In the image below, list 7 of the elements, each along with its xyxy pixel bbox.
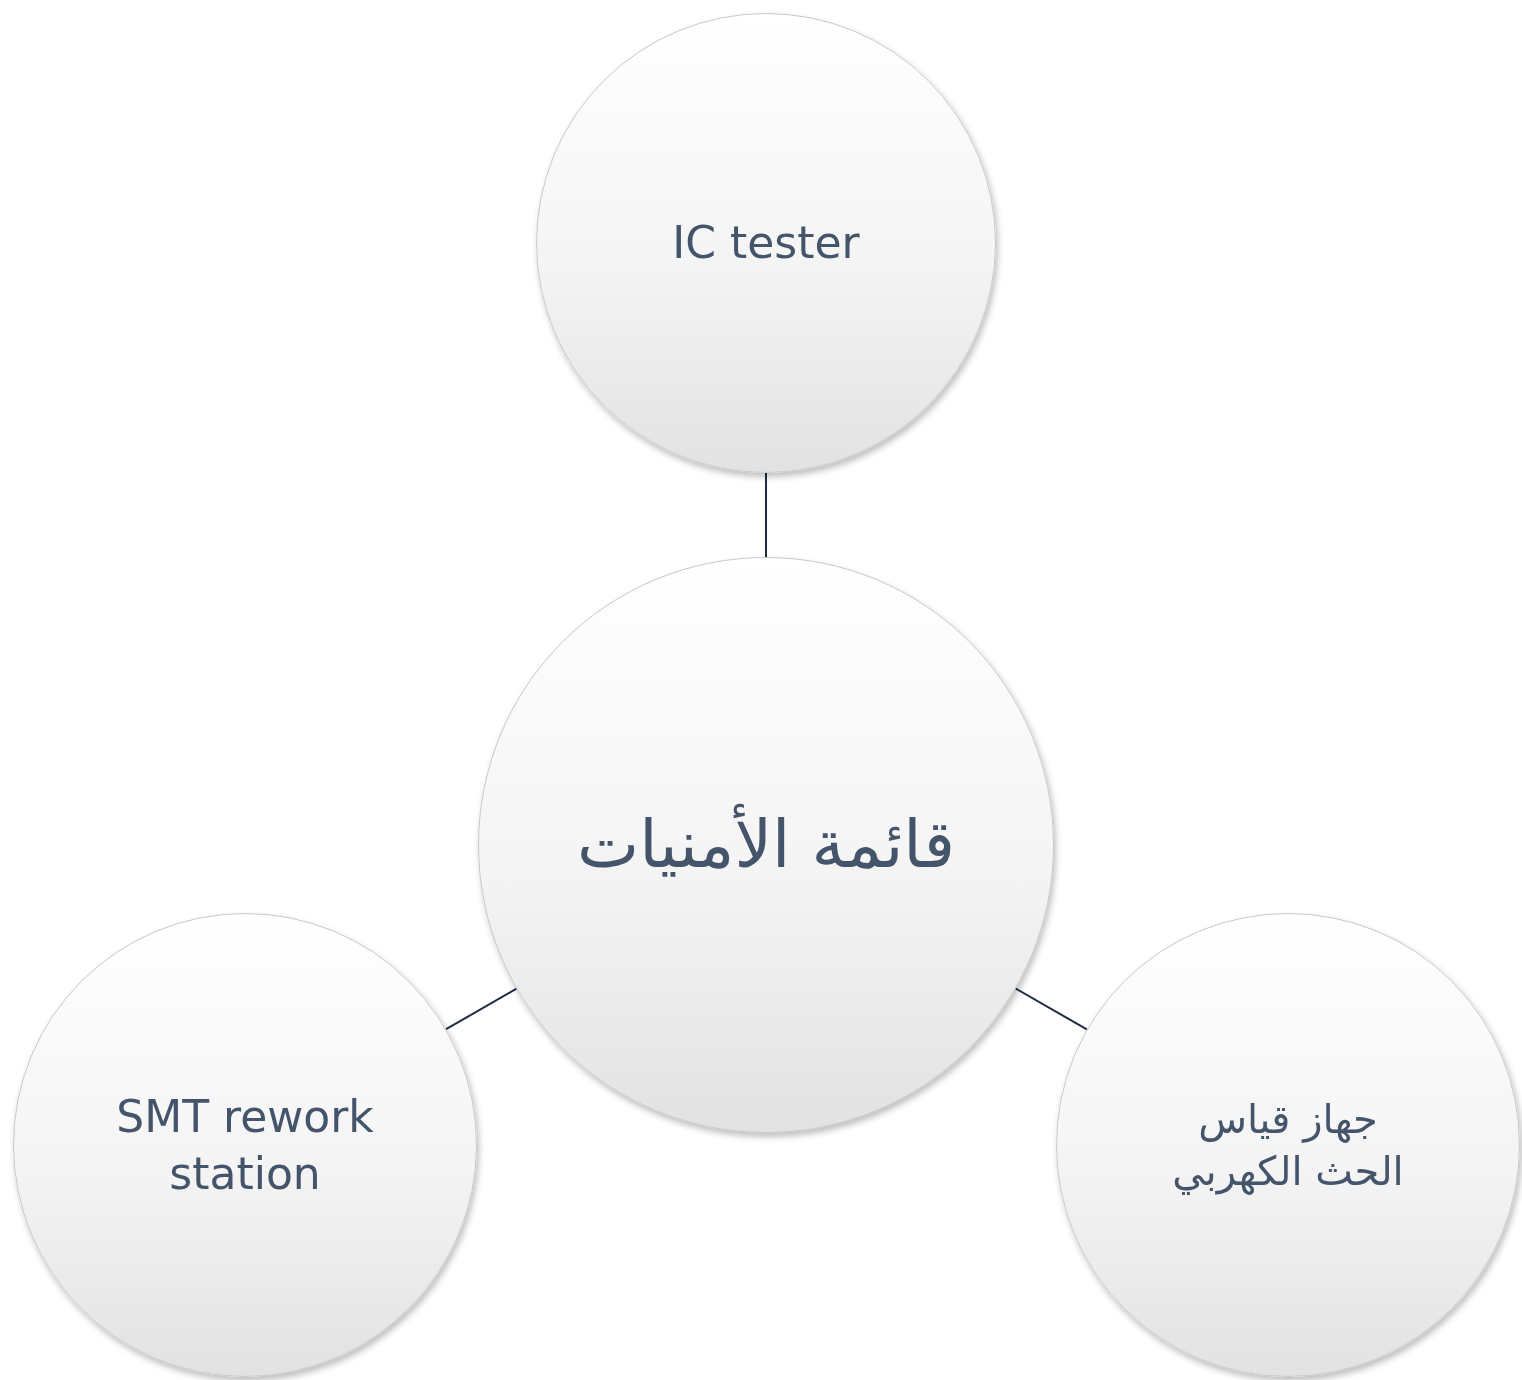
connector-line	[765, 472, 767, 558]
connector-line	[1014, 987, 1088, 1031]
node-text: IC tester	[671, 216, 861, 271]
node-text: قائمة الأمنيات	[506, 802, 1026, 888]
connector-line	[445, 987, 518, 1031]
node-text: جهاز قياس الحث الكهربي	[1171, 1095, 1405, 1197]
node-text: SMT rework station	[115, 1089, 375, 1201]
